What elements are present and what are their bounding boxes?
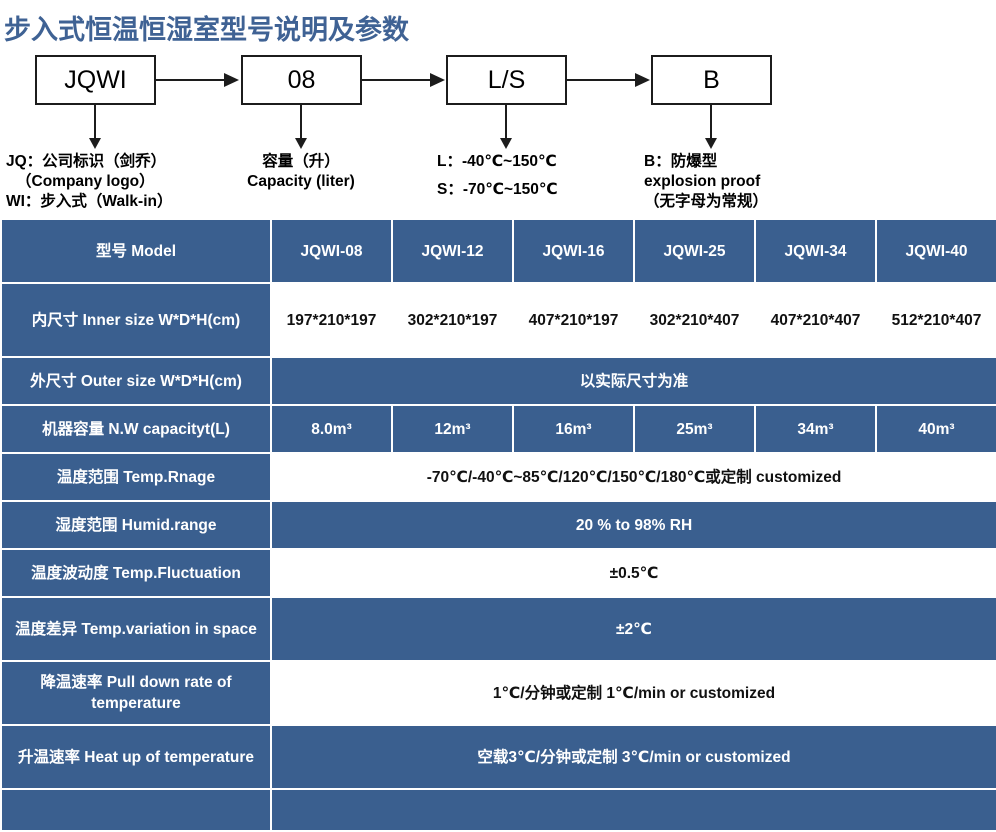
arrow-head-3	[635, 73, 650, 87]
diagram-node-08: 08	[241, 55, 362, 105]
cell-capacity-1: 8.0m³	[272, 406, 391, 452]
arrow-head-2	[430, 73, 445, 87]
table-row: 型号 Model JQWI-08 JQWI-12 JQWI-16 JQWI-25…	[2, 220, 996, 282]
cell-pull-down-rate-value: 1℃/分钟或定制 1℃/min or customized	[272, 662, 996, 724]
drop-head-08	[295, 138, 307, 149]
page-title: 步入式恒温恒湿室型号说明及参数	[4, 15, 409, 45]
cell-inner-3: 407*210*197	[514, 284, 633, 356]
table-row: 湿度范围 Humid.range 20 % to 98% RH	[2, 502, 996, 548]
caption-jqwi-line-2: （Company logo）	[16, 173, 155, 190]
drop-line-08	[300, 105, 302, 140]
diagram-node-jqwi-label: JQWI	[64, 65, 127, 94]
cell-capacity-3: 16m³	[514, 406, 633, 452]
caption-08-line-1: 容量（升）	[262, 153, 340, 170]
cell-model-1: JQWI-08	[272, 220, 391, 282]
cell-temp-variation-value: ±2℃	[272, 598, 996, 660]
row-label-inner-size: 内尺寸 Inner size W*D*H(cm)	[2, 284, 270, 356]
cell-model-5: JQWI-34	[756, 220, 875, 282]
model-code-diagram: JQWI 08 L/S B JQ：公司标识（剑乔） （Company logo）…	[0, 48, 996, 218]
caption-b-line-3: （无字母为常规）	[644, 193, 769, 210]
caption-ls: L：-40℃~150℃ S：-70℃~150℃	[437, 152, 558, 200]
row-label-pull-down-rate: 降温速率 Pull down rate of temperature	[2, 662, 270, 724]
cell-capacity-5: 34m³	[756, 406, 875, 452]
cell-temp-range-value: -70℃/-40℃~85℃/120℃/150℃/180℃或定制 customiz…	[272, 454, 996, 500]
row-label-cut-off	[2, 790, 270, 830]
drop-head-ls	[500, 138, 512, 149]
drop-head-jqwi	[89, 138, 101, 149]
row-label-humid-range: 湿度范围 Humid.range	[2, 502, 270, 548]
drop-line-b	[710, 105, 712, 140]
cell-humid-range-value: 20 % to 98% RH	[272, 502, 996, 548]
diagram-node-ls-label: L/S	[487, 65, 526, 94]
row-label-capacity: 机器容量 N.W capacityt(L)	[2, 406, 270, 452]
cell-model-6: JQWI-40	[877, 220, 996, 282]
cell-model-2: JQWI-12	[393, 220, 512, 282]
cell-capacity-4: 25m³	[635, 406, 754, 452]
row-label-temp-range: 温度范围 Temp.Rnage	[2, 454, 270, 500]
table-row: 机器容量 N.W capacityt(L) 8.0m³ 12m³ 16m³ 25…	[2, 406, 996, 452]
arrow-line-2	[362, 79, 432, 81]
drop-line-jqwi	[94, 105, 96, 140]
table-row: 温度波动度 Temp.Fluctuation ±0.5℃	[2, 550, 996, 596]
caption-ls-spacer	[437, 172, 558, 180]
caption-b-line-1: B：防爆型	[644, 153, 718, 170]
table-row: 升温速率 Heat up of temperature 空载3℃/分钟或定制 3…	[2, 726, 996, 788]
arrow-line-1	[156, 79, 226, 81]
cell-cut-off-value	[272, 790, 996, 830]
caption-jqwi: JQ：公司标识（剑乔） （Company logo） WI：步入式（Walk-i…	[6, 152, 172, 212]
table-row: 内尺寸 Inner size W*D*H(cm) 197*210*197 302…	[2, 284, 996, 356]
cell-capacity-6: 40m³	[877, 406, 996, 452]
cell-inner-4: 302*210*407	[635, 284, 754, 356]
drop-head-b	[705, 138, 717, 149]
cell-temp-fluctuation-value: ±0.5℃	[272, 550, 996, 596]
cell-inner-1: 197*210*197	[272, 284, 391, 356]
row-label-model: 型号 Model	[2, 220, 270, 282]
row-label-heat-up-rate: 升温速率 Heat up of temperature	[2, 726, 270, 788]
caption-ls-line-1: L：-40℃~150℃	[437, 153, 557, 170]
caption-08-line-2: Capacity (liter)	[247, 173, 355, 190]
diagram-node-b: B	[651, 55, 772, 105]
caption-08: 容量（升） Capacity (liter)	[226, 152, 376, 192]
table-row	[2, 790, 996, 830]
row-label-temp-fluctuation: 温度波动度 Temp.Fluctuation	[2, 550, 270, 596]
cell-capacity-2: 12m³	[393, 406, 512, 452]
cell-inner-5: 407*210*407	[756, 284, 875, 356]
table-row: 外尺寸 Outer size W*D*H(cm) 以实际尺寸为准	[2, 358, 996, 404]
cell-model-3: JQWI-16	[514, 220, 633, 282]
cell-heat-up-rate-value: 空载3℃/分钟或定制 3℃/min or customized	[272, 726, 996, 788]
arrow-line-3	[567, 79, 637, 81]
caption-jqwi-line-3: WI：步入式（Walk-in）	[6, 193, 173, 210]
table-row: 降温速率 Pull down rate of temperature 1℃/分钟…	[2, 662, 996, 724]
row-label-temp-variation: 温度差异 Temp.variation in space	[2, 598, 270, 660]
diagram-node-08-label: 08	[287, 65, 316, 94]
caption-jqwi-line-1: JQ：公司标识（剑乔）	[6, 153, 167, 170]
table-row: 温度范围 Temp.Rnage -70℃/-40℃~85℃/120℃/150℃/…	[2, 454, 996, 500]
cell-inner-2: 302*210*197	[393, 284, 512, 356]
drop-line-ls	[505, 105, 507, 140]
caption-b-line-2: explosion proof	[644, 173, 761, 190]
caption-ls-line-2: S：-70℃~150℃	[437, 181, 558, 198]
arrow-head-1	[224, 73, 239, 87]
table-row: 温度差异 Temp.variation in space ±2℃	[2, 598, 996, 660]
specification-table: 型号 Model JQWI-08 JQWI-12 JQWI-16 JQWI-25…	[0, 218, 996, 832]
diagram-node-b-label: B	[703, 65, 720, 94]
diagram-node-jqwi: JQWI	[35, 55, 156, 105]
cell-outer-size-value: 以实际尺寸为准	[272, 358, 996, 404]
diagram-node-ls: L/S	[446, 55, 567, 105]
cell-model-4: JQWI-25	[635, 220, 754, 282]
caption-b: B：防爆型 explosion proof （无字母为常规）	[644, 152, 768, 212]
cell-inner-6: 512*210*407	[877, 284, 996, 356]
row-label-outer-size: 外尺寸 Outer size W*D*H(cm)	[2, 358, 270, 404]
